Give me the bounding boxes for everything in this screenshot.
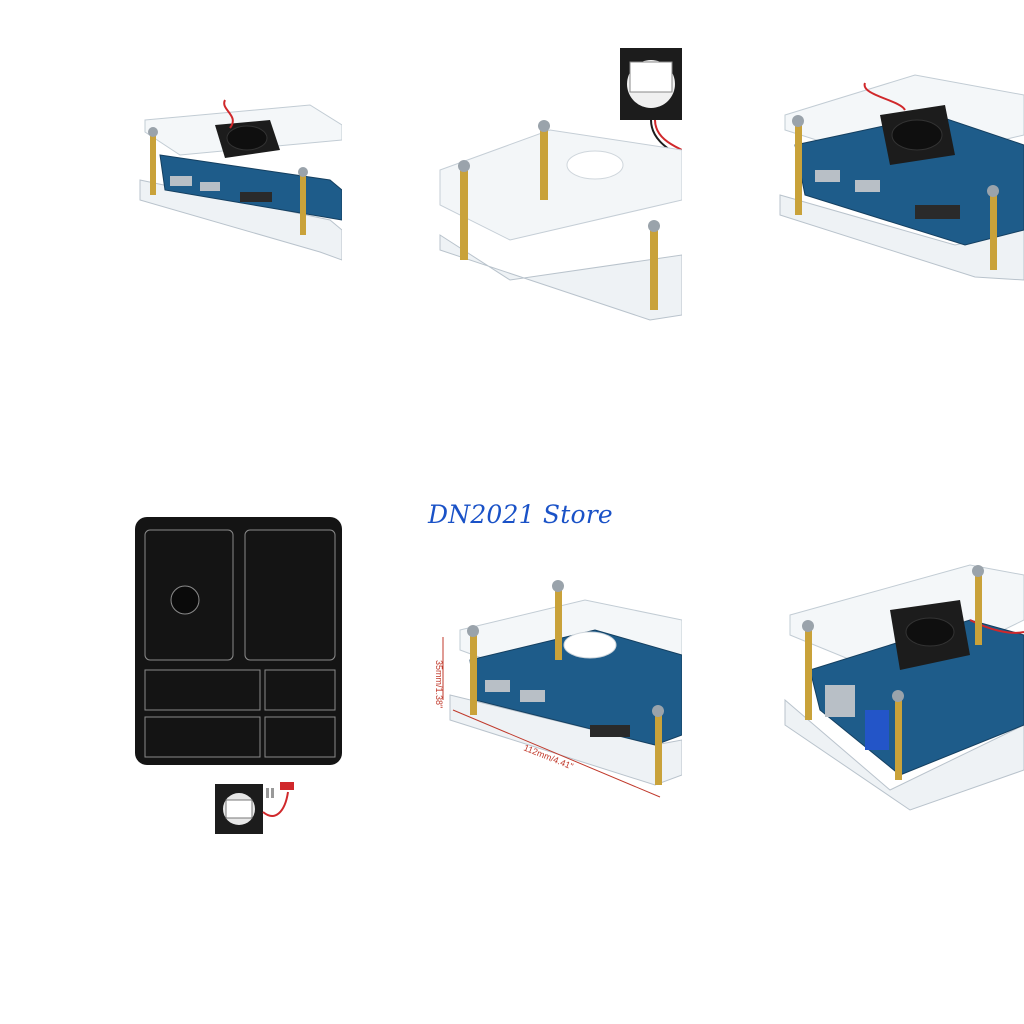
product-image-case-ports (780, 560, 1024, 820)
product-image-case-assembled-1 (130, 80, 342, 270)
product-image-case-assembled-2 (775, 55, 1024, 295)
store-name-text: DN2021 Store (428, 500, 613, 529)
product-image-case-dimensions: 35mm/1.38" 112mm/4.41" (425, 575, 682, 810)
product-image-case-empty-with-fan (430, 40, 682, 330)
product-image-panels-kit (130, 512, 342, 842)
height-dimension-label: 35mm/1.38" (434, 660, 444, 708)
